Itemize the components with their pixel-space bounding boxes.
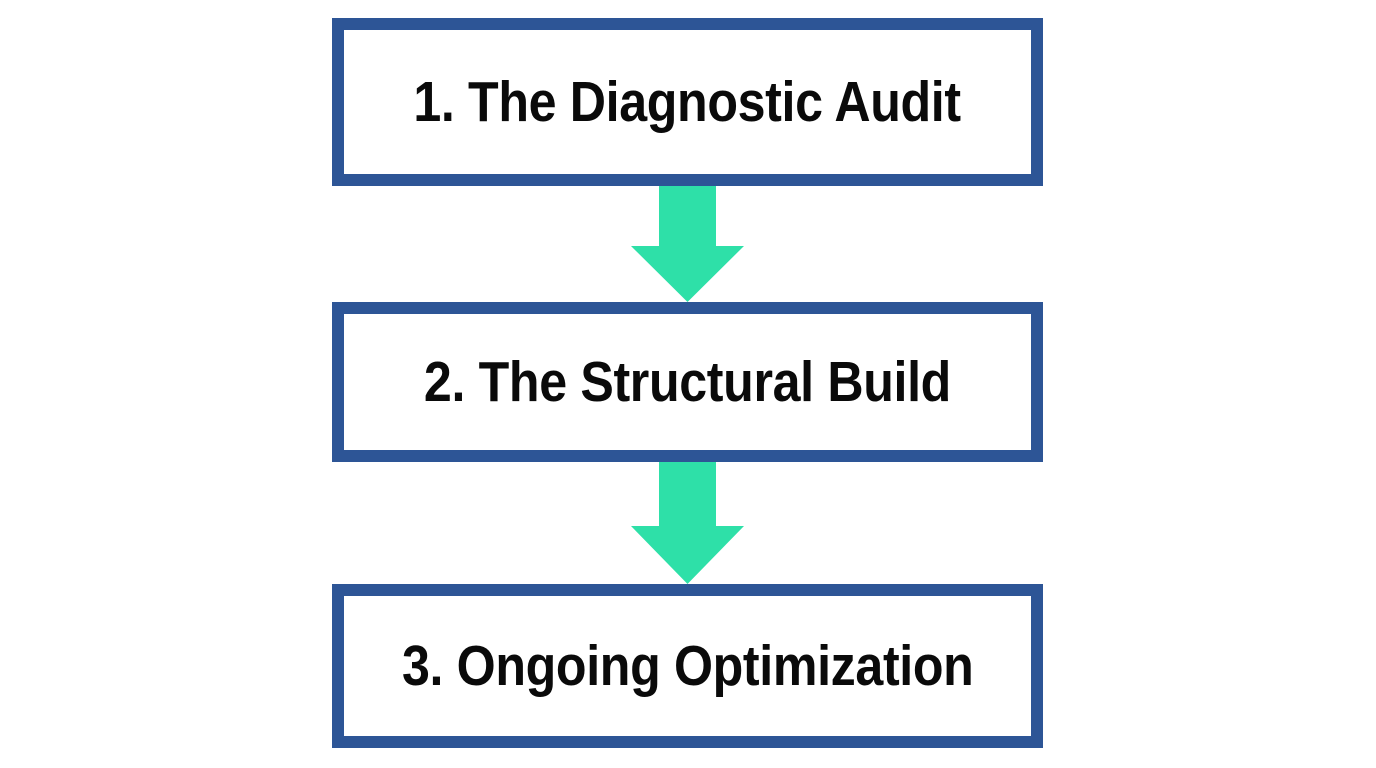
down-arrow-icon: [631, 186, 744, 302]
flow-step-box-2[interactable]: 2. The Structural Build: [332, 302, 1043, 462]
flow-step-label-2: 2. The Structural Build: [423, 349, 952, 414]
down-arrow-icon: [631, 462, 744, 584]
flow-step-box-1[interactable]: 1. The Diagnostic Audit: [332, 18, 1043, 186]
flow-step-label-1: 1. The Diagnostic Audit: [413, 69, 962, 134]
flow-step-label-3: 3. Ongoing Optimization: [401, 633, 974, 698]
flow-step-box-3[interactable]: 3. Ongoing Optimization: [332, 584, 1043, 748]
